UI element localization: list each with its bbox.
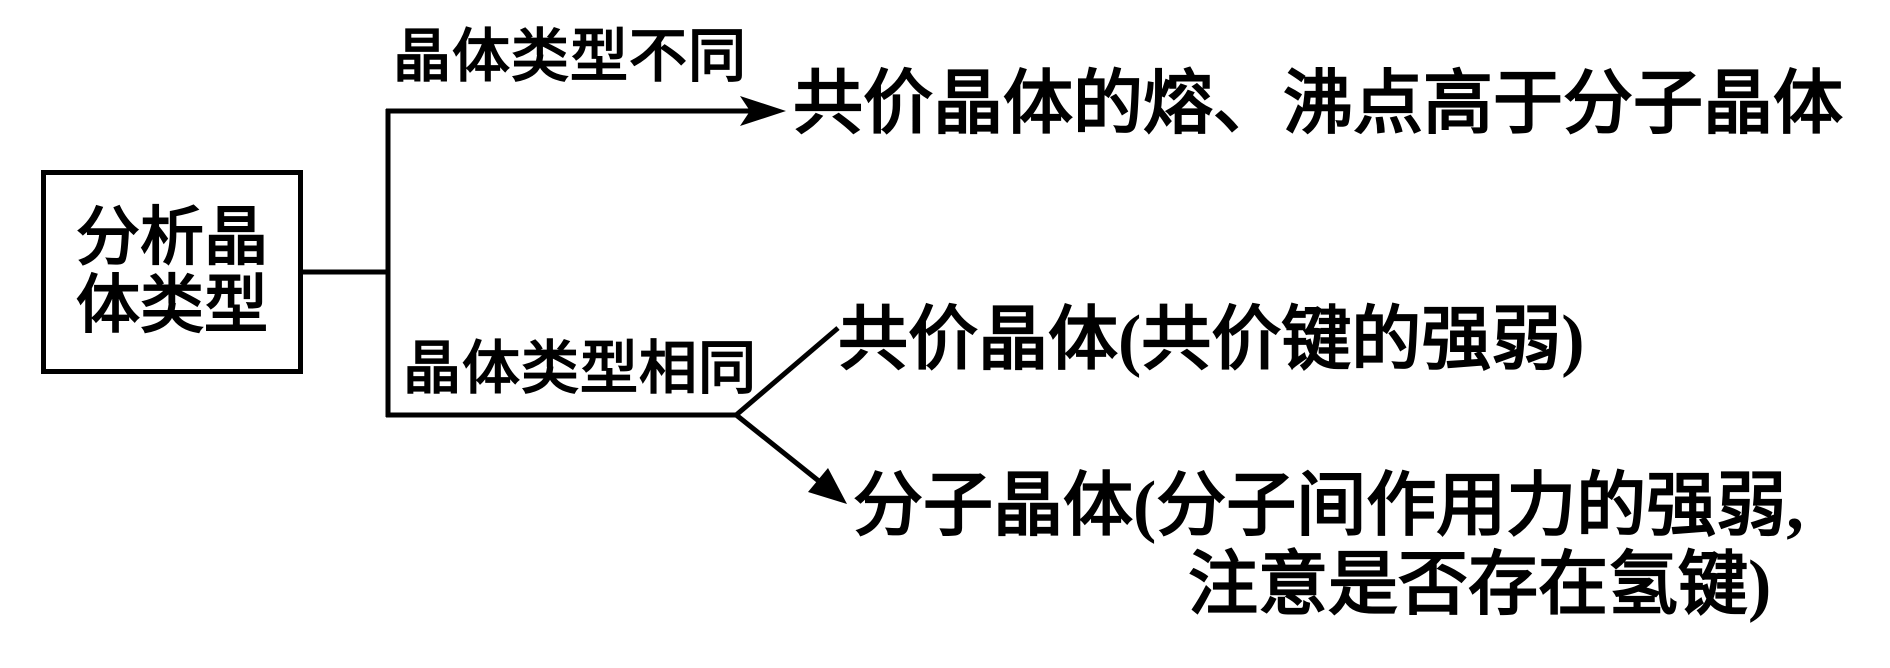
- outcome-text-molecular-crystal-line2: 注意是否存在氢键): [1188, 547, 1772, 624]
- root-node-box: 分析晶 体类型: [41, 170, 303, 374]
- condition-label-different-type: 晶体类型不同: [393, 24, 748, 89]
- outcome-text-molecular-crystal-line1: 分子晶体(分子间作用力的强弱,: [853, 468, 1804, 545]
- root-node-label-line1: 分析晶: [76, 201, 268, 273]
- fork-down-diagonal-shaft: [733, 412, 832, 492]
- fork-down-arrowhead-icon: [808, 468, 847, 504]
- top-branch-arrowhead-icon: [740, 96, 786, 126]
- fork-up-diagonal-line: [733, 326, 840, 418]
- result-text-melting-point: 共价晶体的熔、沸点高于分子晶体: [793, 66, 1843, 143]
- outcome-text-covalent-crystal: 共价晶体(共价键的强弱): [838, 302, 1585, 379]
- root-node-label-line2: 体类型: [76, 270, 268, 341]
- condition-label-same-type: 晶体类型相同: [403, 336, 758, 401]
